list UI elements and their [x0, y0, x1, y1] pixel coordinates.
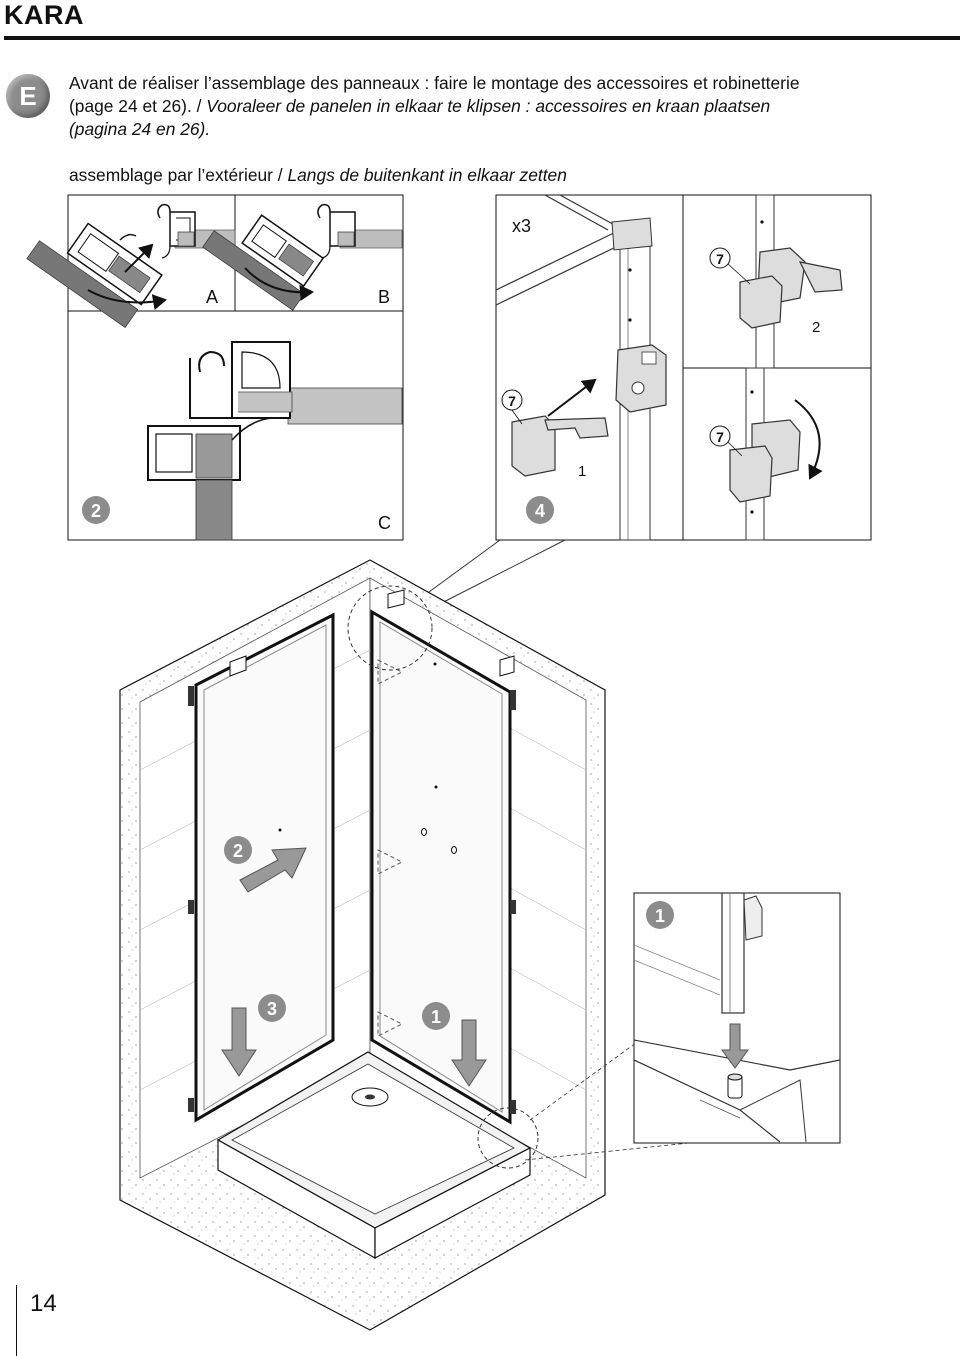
detail-panel-4: x3 7 1 4 7 2 7 — [495, 194, 872, 541]
main-step-2-label: 2 — [233, 841, 243, 861]
main-step-3-label: 3 — [267, 999, 277, 1019]
intro-line-2-fr: (page 24 et 26). / — [69, 96, 207, 116]
part-7-b: 7 — [716, 251, 724, 267]
main-step-badge-1 — [422, 1002, 450, 1030]
sub-diagram-a: A — [26, 203, 236, 329]
label-c: C — [378, 513, 391, 533]
step-badge-4 — [526, 496, 554, 524]
sub-diagram-c: 2 C — [82, 341, 403, 541]
leader-line — [417, 539, 501, 601]
part-7-a: 7 — [508, 393, 516, 409]
subtitle-fr: assemblage par l’extérieur / — [69, 165, 288, 185]
main-step-badge-2 — [224, 836, 252, 864]
intro-line-3: (pagina 24 en 26). — [69, 118, 949, 141]
intro-text: Avant de réaliser l’assemblage des panne… — [69, 72, 949, 141]
page-rule — [16, 1285, 17, 1356]
step-2-label: 2 — [91, 501, 101, 521]
intro-line-2-nl: Vooraleer de panelen in elkaar te klipse… — [206, 96, 771, 116]
header-rule — [4, 36, 960, 40]
step-1-label: 1 — [578, 463, 586, 480]
label-b: B — [378, 287, 390, 307]
main-step-badge-3 — [258, 994, 286, 1022]
detail-step-badge-1 — [646, 901, 674, 929]
label-a: A — [206, 287, 218, 307]
page-number: 14 — [30, 1290, 57, 1317]
detail-panel-2: A B — [26, 194, 404, 541]
step-badge-2 — [82, 496, 110, 524]
intro-line-1: Avant de réaliser l’assemblage des panne… — [69, 73, 800, 93]
step-4-label: 4 — [535, 501, 545, 521]
part-7-c: 7 — [716, 429, 724, 445]
count-x3: x3 — [512, 216, 531, 236]
detail-step-1-label: 1 — [655, 906, 665, 926]
sub-diagram-b: B — [202, 203, 403, 311]
main-illustration: 2 3 1 — [119, 559, 719, 1331]
intro-line-3-nl: (pagina 24 en 26). — [69, 119, 211, 139]
main-step-1-label: 1 — [431, 1007, 441, 1027]
subtitle: assemblage par l’extérieur / Langs de bu… — [69, 164, 949, 187]
step-2-label-small: 2 — [812, 319, 820, 336]
intro-line-2: (page 24 et 26). / Vooraleer de panelen … — [69, 95, 949, 118]
language-badge: E — [6, 74, 50, 118]
detail-panel-1: 1 — [633, 892, 841, 1144]
brand-title: KARA — [4, 0, 84, 30]
subtitle-nl: Langs de buitenkant in elkaar zetten — [287, 165, 567, 185]
